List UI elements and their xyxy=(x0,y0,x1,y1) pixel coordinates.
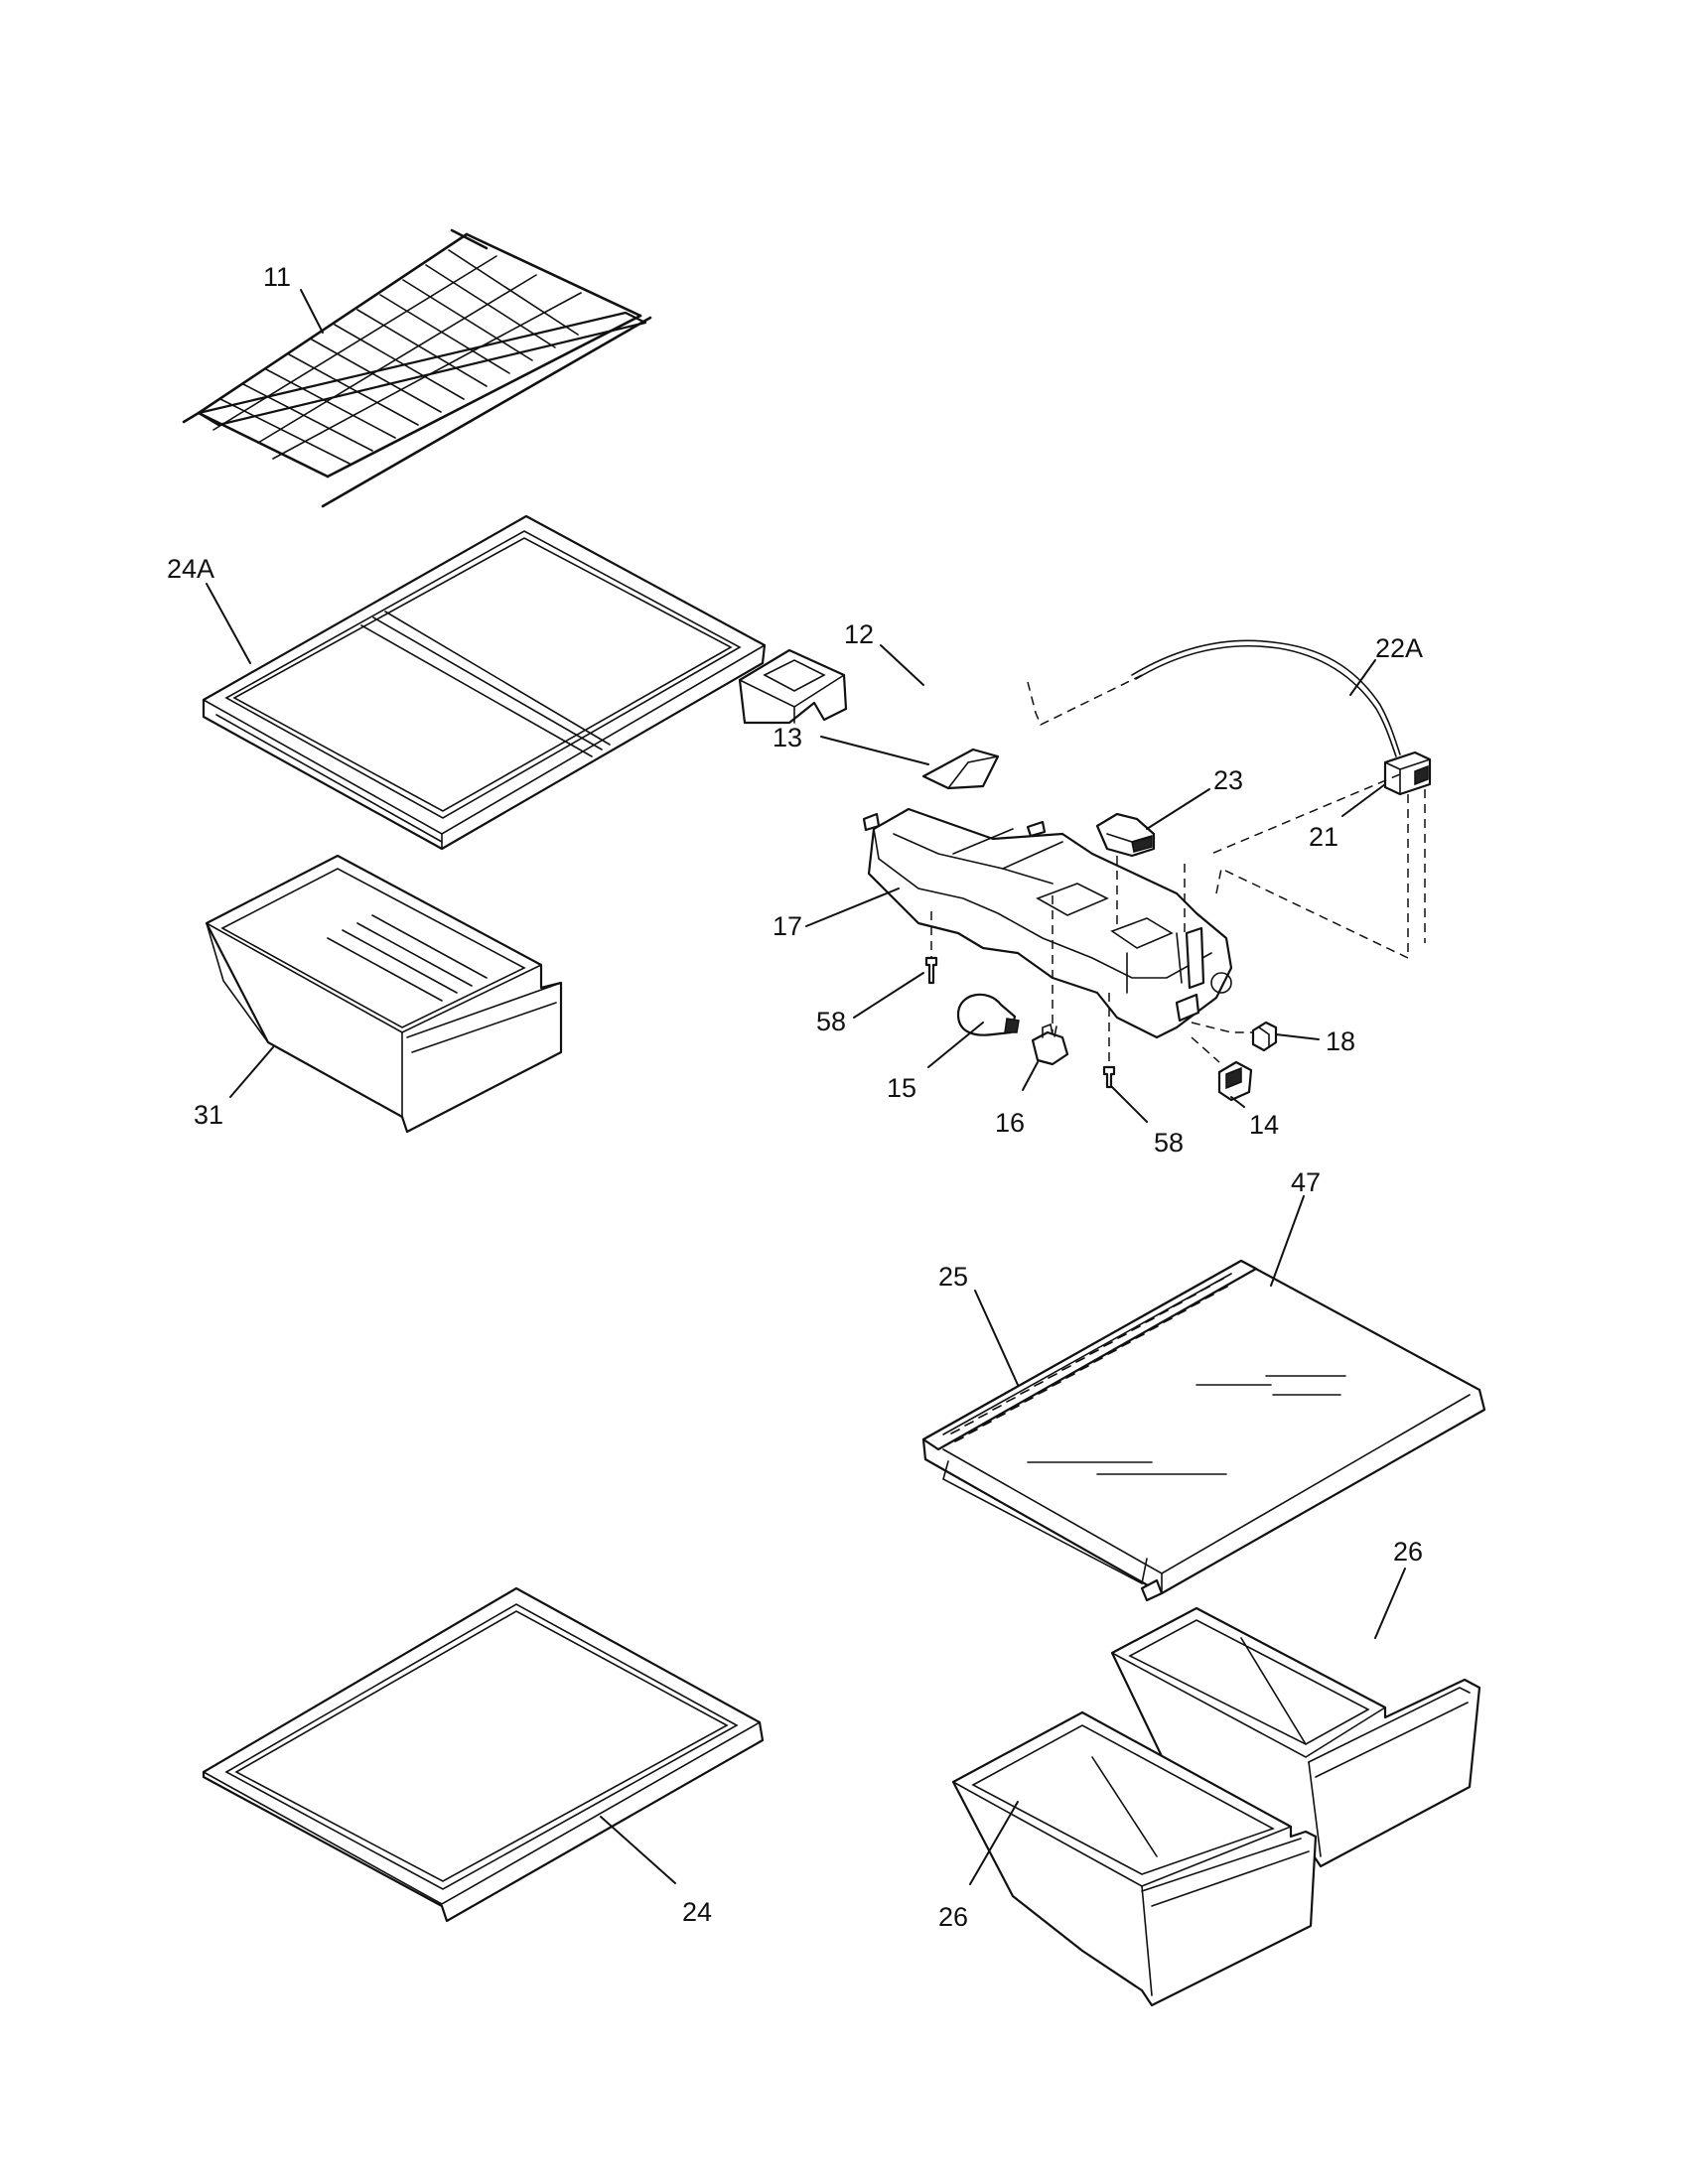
wire-shelf-part[interactable] xyxy=(182,228,652,508)
callout-15: 15 xyxy=(887,1073,916,1103)
screw-58-left-part[interactable] xyxy=(924,956,938,985)
vented-trim-25-part[interactable] xyxy=(921,1259,1258,1451)
callout-21: 21 xyxy=(1309,822,1338,852)
callout-47: 47 xyxy=(1291,1167,1321,1197)
lamp-socket-16-part[interactable] xyxy=(1031,1023,1069,1066)
callout-22a: 22A xyxy=(1375,633,1423,663)
callout-17: 17 xyxy=(773,911,802,941)
light-shield-12-part[interactable] xyxy=(738,648,848,725)
leader-lines xyxy=(206,289,1406,1885)
knob-18-part[interactable] xyxy=(1251,1021,1278,1052)
control-23-part[interactable] xyxy=(1095,812,1156,858)
control-housing-17-part[interactable] xyxy=(862,807,1233,1039)
callout-11: 11 xyxy=(263,262,291,292)
light-bulb-15-part[interactable] xyxy=(956,993,1020,1036)
wire-harness-22a-part[interactable] xyxy=(1131,639,1401,757)
switch-14-part[interactable] xyxy=(1217,1060,1253,1102)
callout-24a: 24A xyxy=(167,554,214,584)
callout-26-front: 26 xyxy=(938,1902,968,1932)
callout-14: 14 xyxy=(1249,1110,1279,1140)
crisper-26-front-part[interactable] xyxy=(951,1710,1318,2007)
callout-labels: 11 24A 31 12 22A 13 23 21 17 58 18 15 16… xyxy=(167,262,1423,1932)
callout-13: 13 xyxy=(773,723,802,752)
callout-58-left: 58 xyxy=(816,1007,846,1036)
switch-21-part[interactable] xyxy=(1383,751,1432,796)
callout-12: 12 xyxy=(844,619,874,649)
callout-25: 25 xyxy=(938,1262,968,1292)
callout-31: 31 xyxy=(194,1100,223,1130)
callout-23: 23 xyxy=(1213,765,1243,795)
drawer-31-part[interactable] xyxy=(205,854,563,1134)
callout-26-rear: 26 xyxy=(1393,1537,1423,1567)
callout-16: 16 xyxy=(995,1108,1025,1138)
screw-58-right-part[interactable] xyxy=(1102,1065,1116,1089)
callout-24: 24 xyxy=(682,1897,712,1927)
glass-shelf-24a-part[interactable] xyxy=(202,514,767,851)
glass-shelf-24-part[interactable] xyxy=(202,1586,765,1923)
callout-58-right: 58 xyxy=(1154,1128,1184,1158)
callout-18: 18 xyxy=(1326,1026,1355,1056)
diffuser-13-part[interactable] xyxy=(921,748,1000,790)
